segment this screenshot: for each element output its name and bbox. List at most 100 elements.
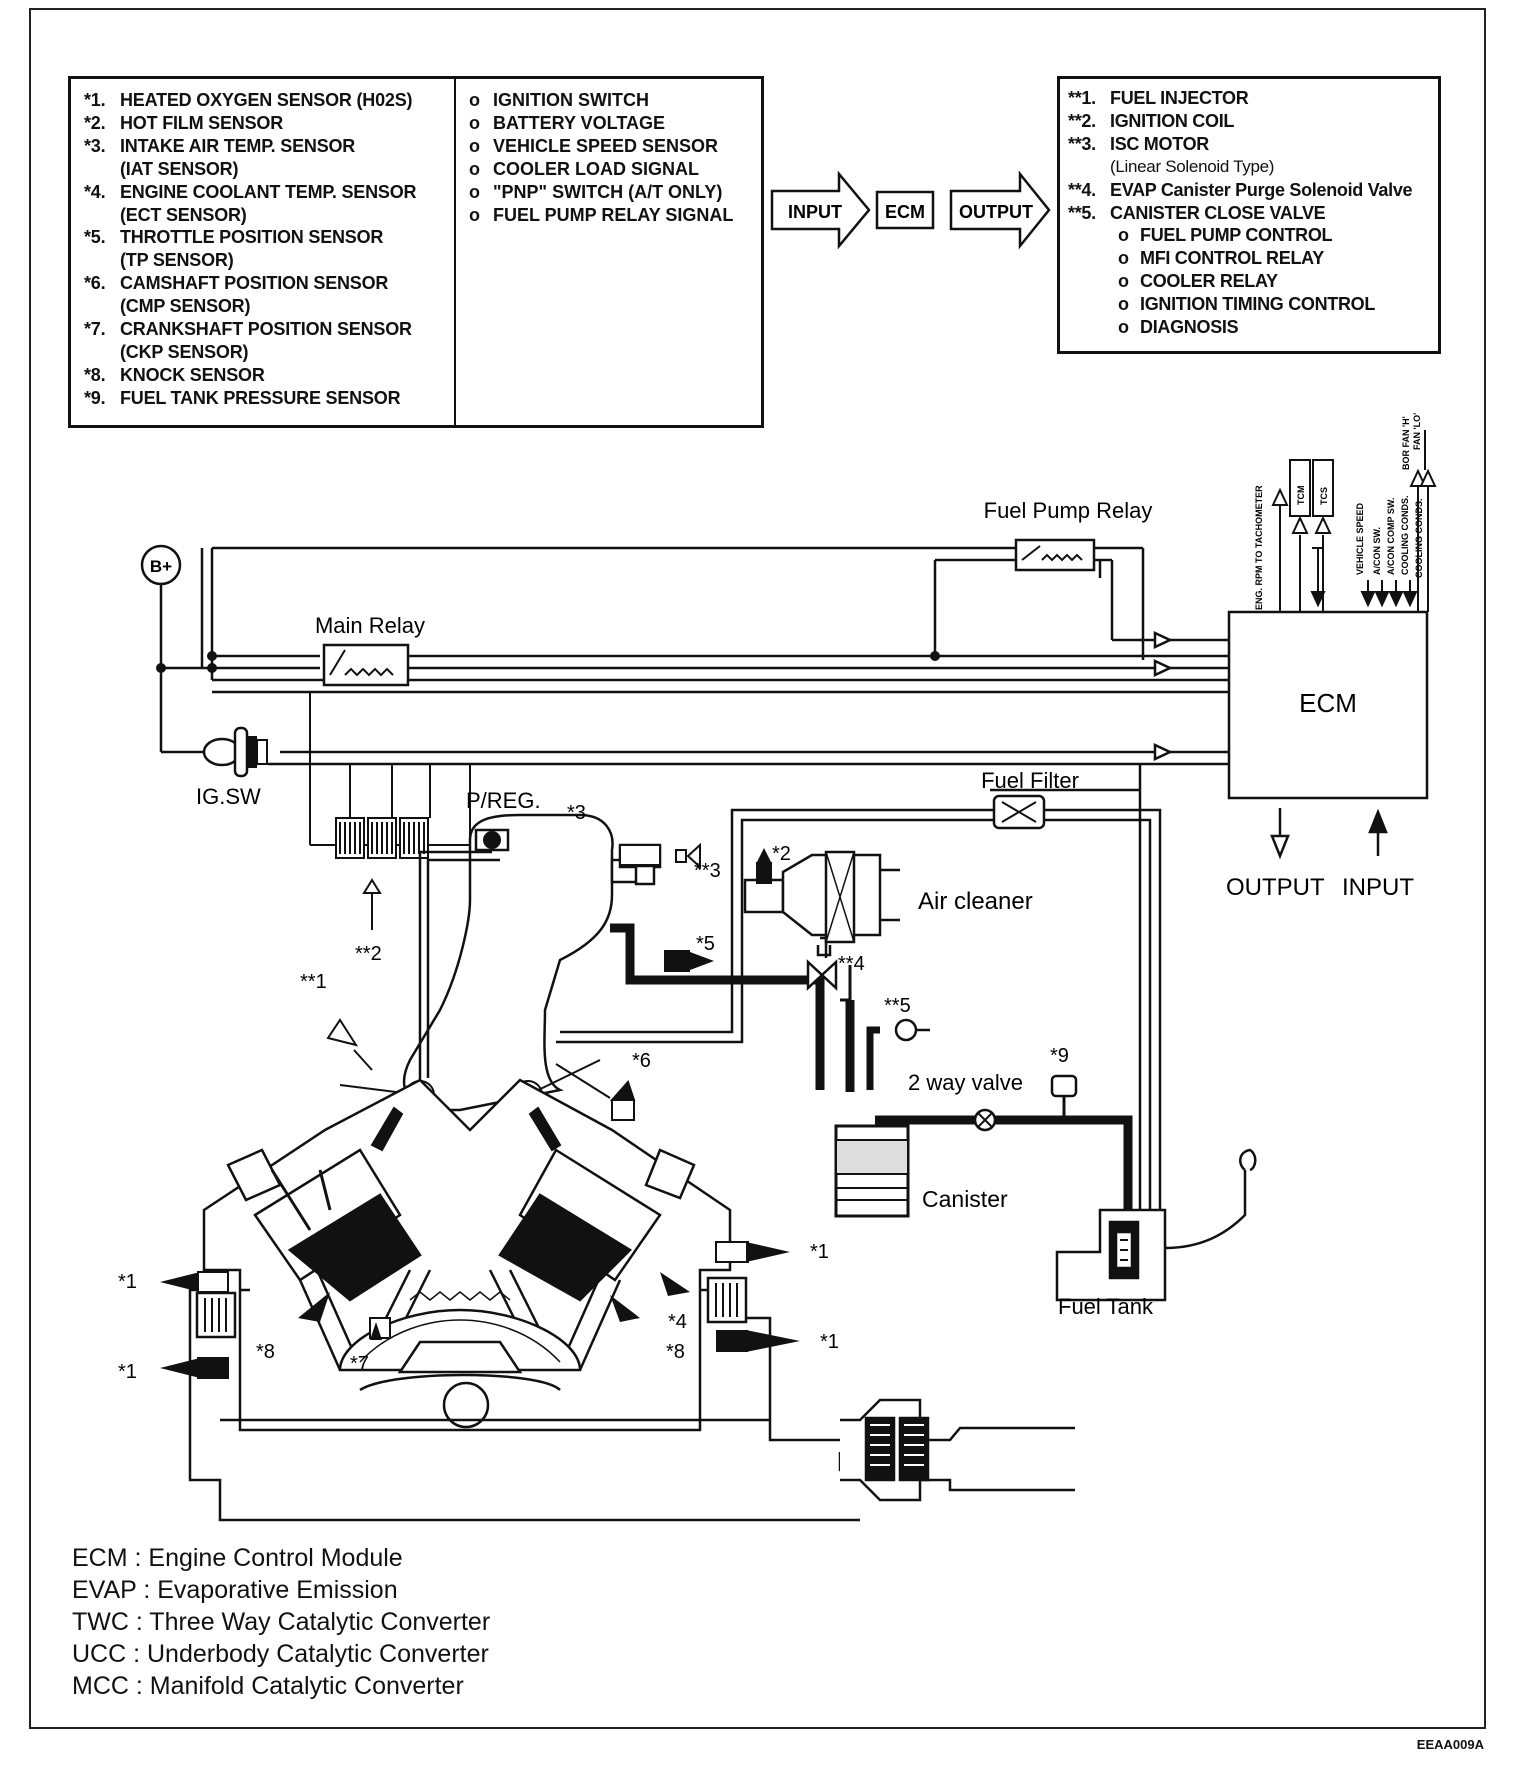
sensor-abbrev: (ECT SENSOR) [120, 204, 247, 225]
sensor-abbrev: (CKP SENSOR) [120, 341, 249, 362]
label-s8-left: *8 [256, 1341, 275, 1363]
diagram-frame [29, 8, 1486, 1729]
signal-label: IGNITION SWITCH [493, 90, 649, 110]
sensor-index: *5. [84, 227, 106, 248]
control-label: MFI CONTROL RELAY [1140, 248, 1324, 269]
output-label: ISC MOTOR [1110, 133, 1209, 154]
label-s4: *4 [668, 1311, 687, 1333]
control-label: DIAGNOSIS [1140, 317, 1239, 338]
fuel-filter-label: Fuel Filter [981, 768, 1079, 793]
sensor-item: *2.HOT FILM SENSOR [84, 112, 416, 135]
output-label: EVAP Canister Purge Solenoid Valve [1110, 179, 1413, 200]
callout-labels: *3 **3 *2 **1 *5 **4 **5 *9 *6 *1 *1 *1 … [118, 802, 1069, 1383]
output-index: **2. [1068, 110, 1096, 131]
knock-sensor-right [610, 1295, 640, 1322]
fuel-tank [1055, 1148, 1257, 1302]
canister: Canister [834, 1124, 1008, 1218]
sensor-index: *9. [84, 387, 106, 408]
signal-bullet: o [469, 135, 480, 156]
output-subtext: (Linear Solenoid Type) [1110, 156, 1275, 176]
sensor-item: *6. CAMSHAFT POSITION SENSOR [84, 272, 416, 295]
oxygen-sensor-left-bot [160, 1357, 229, 1379]
signal-bor-fan-h: BOR FAN 'H' [1401, 416, 1411, 470]
fuel-pump-relay-label: Fuel Pump Relay [984, 498, 1153, 523]
ecm-signal-lines [1271, 430, 1437, 612]
control-bullet: o [1118, 317, 1129, 338]
signal-item: o "PNP" SWITCH (A/T ONLY) [469, 181, 733, 204]
output-item: **5. CANISTER CLOSE VALVE [1068, 202, 1412, 225]
sensor-abbrev: (IAT SENSOR) [120, 158, 239, 179]
output-label: FUEL INJECTOR [1110, 88, 1249, 108]
knock-sensor-left [298, 1292, 330, 1322]
control-label: COOLER RELAY [1140, 271, 1278, 292]
output-flow-arrow: OUTPUT [949, 170, 1051, 250]
output-index: **1. [1068, 88, 1096, 108]
power-wiring [159, 546, 1229, 792]
output-index: **3. [1068, 133, 1096, 154]
output-list-box [1057, 76, 1441, 354]
output-item: **4.EVAP Canister Purge Solenoid Valve [1068, 179, 1413, 202]
signal-tcs: TCS [1319, 487, 1329, 505]
sensor-abbrev: (CMP SENSOR) [120, 296, 251, 317]
signal-eng-rpm: ENG. RPM TO TACHOMETER [1254, 485, 1264, 610]
coolant-temp-sensor [660, 1272, 690, 1296]
isc-motor [619, 842, 701, 870]
input-list-box [68, 76, 764, 428]
sensor-label: HEATED OXYGEN SENSOR (H02S) [120, 90, 413, 110]
battery-label: B+ [150, 557, 172, 576]
control-bullet: o [1118, 271, 1129, 292]
label-s9: *9 [1050, 1045, 1069, 1067]
legend-item: MCC : Manifold Catalytic Converter [72, 1672, 464, 1700]
sensor-label: CAMSHAFT POSITION SENSOR [120, 273, 389, 294]
sensor-item: *5.THROTTLE POSITION SENSOR [84, 226, 416, 249]
sensor-item: *8.KNOCK SENSOR [84, 364, 416, 387]
output-index: **5. [1068, 202, 1096, 223]
output-label: CANISTER CLOSE VALVE [1110, 202, 1326, 223]
battery-terminal: B+ [140, 544, 182, 586]
flow-ecm-label: ECM [885, 202, 925, 222]
label-ss1: **1 [300, 971, 327, 993]
fuel-pump-relay: Fuel Pump Relay [984, 498, 1153, 572]
fuel-lines [418, 790, 1162, 1215]
evap-purge-valve [806, 936, 838, 991]
two-way-valve-label: 2 way valve [908, 1070, 1023, 1095]
signal-fan-lo: FAN 'LO' [1412, 413, 1422, 450]
sensor-label: FUEL TANK PRESSURE SENSOR [120, 387, 401, 408]
sensor-label: CRANKSHAFT POSITION SENSOR [120, 319, 412, 340]
output-control-item: o COOLER RELAY [1068, 270, 1412, 293]
legend-item: UCC : Underbody Catalytic Converter [72, 1640, 489, 1668]
fuel-injectors [270, 1106, 562, 1231]
oxygen-sensor-right-bot [716, 1330, 800, 1352]
wire-junctions [156, 651, 940, 673]
signal-bullet: o [469, 204, 480, 225]
control-label: IGNITION TIMING CONTROL [1140, 294, 1376, 315]
label-ss3: **3 [694, 860, 721, 882]
sensor-item: *9. FUEL TANK PRESSURE SENSOR [84, 387, 416, 410]
air-cleaner-label: Air cleaner [918, 888, 1033, 915]
signal-cooling-conds-1: COOLING CONDS. [1400, 495, 1410, 575]
ecm-module: ECM [1227, 610, 1429, 800]
sensor-index: *8. [84, 364, 106, 385]
air-cleaner [781, 850, 900, 944]
flow-output-label: OUTPUT [959, 202, 1033, 222]
output-item: **3. ISC MOTOR [1068, 133, 1412, 156]
signal-label: BATTERY VOLTAGE [493, 112, 666, 133]
signal-label: "PNP" SWITCH (A/T ONLY) [493, 181, 723, 202]
sensor-item: *1. HEATED OXYGEN SENSOR (H02S) [84, 89, 416, 112]
sensor-index: *6. [84, 273, 106, 294]
sensor-index: *1. [84, 90, 106, 110]
ignition-coils [309, 692, 471, 930]
canister-label: Canister [922, 1186, 1008, 1212]
two-way-valve-line: 2 way valve [875, 1070, 1133, 1225]
label-s7: *7 [350, 1353, 369, 1375]
signal-bullet: o [469, 181, 480, 202]
signal-bullet: o [469, 112, 480, 133]
signal-tcm: TCM [1296, 486, 1306, 506]
